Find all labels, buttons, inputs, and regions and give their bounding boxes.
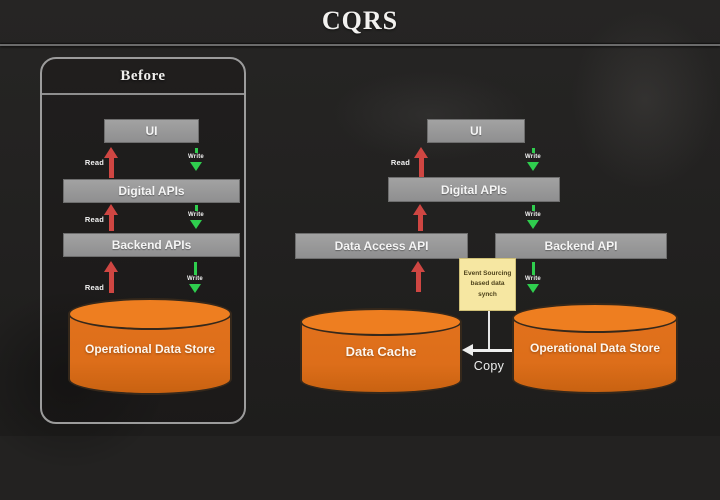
- before-ui-box: UI: [104, 119, 199, 143]
- read-arrow-icon: [413, 147, 429, 177]
- read-arrow-icon: [103, 204, 119, 231]
- page-title: CQRS: [321, 6, 399, 35]
- arrowhead: [104, 261, 118, 272]
- write-arrow-icon: Write: [525, 148, 541, 171]
- arrowhead: [413, 204, 427, 215]
- arrowhead: [527, 284, 539, 293]
- write-label: Write: [187, 276, 203, 282]
- arrowhead: [104, 147, 118, 158]
- after-data-access-api-box: Data Access API: [295, 233, 468, 259]
- read-arrow-icon: [103, 261, 119, 293]
- cylinder-top: [68, 298, 232, 330]
- arrowhead: [527, 220, 539, 229]
- background-texture: [300, 55, 560, 175]
- arrow-shaft: [418, 158, 424, 177]
- cylinder-label: Operational Data Store: [529, 341, 661, 355]
- before-operational-data-store-cylinder: Operational Data Store: [68, 298, 232, 395]
- arrow-shaft: [108, 158, 114, 178]
- arrow-shaft: [194, 205, 198, 211]
- write-label: Write: [525, 276, 541, 282]
- read-label: Read: [84, 215, 104, 224]
- arrow-shaft: [108, 272, 114, 293]
- arrowhead: [527, 162, 539, 171]
- write-label: Write: [525, 212, 541, 218]
- arrowhead: [189, 284, 201, 293]
- copy-arrowhead: [462, 344, 473, 356]
- arrow-shaft: [193, 262, 197, 275]
- data-cache-cylinder: Data Cache: [300, 308, 462, 394]
- cylinder-label: Operational Data Store: [84, 342, 216, 356]
- after-operational-data-store-cylinder: Operational Data Store: [512, 303, 678, 394]
- copy-label: Copy: [473, 359, 505, 373]
- title-divider: [0, 44, 720, 46]
- read-arrow-icon: [410, 261, 426, 292]
- arrow-shaft: [194, 148, 198, 153]
- write-arrow-icon: Write: [188, 205, 204, 229]
- arrowhead: [190, 220, 202, 229]
- cylinder-body: [68, 314, 232, 395]
- write-arrow-icon: Write: [525, 205, 541, 229]
- copy-arrow-icon: [473, 349, 512, 352]
- write-label: Write: [188, 212, 204, 218]
- arrow-shaft: [531, 148, 535, 153]
- arrow-shaft: [531, 205, 535, 211]
- read-arrow-icon: [412, 204, 428, 231]
- read-label: Read: [390, 158, 410, 167]
- write-label: Write: [525, 154, 541, 160]
- after-digital-apis-box: Digital APIs: [388, 177, 560, 202]
- arrow-shaft: [417, 215, 423, 231]
- arrow-shaft: [531, 262, 535, 275]
- before-digital-apis-box: Digital APIs: [63, 179, 240, 203]
- cylinder-top: [300, 308, 462, 336]
- cylinder-label: Data Cache: [345, 344, 417, 359]
- after-backend-api-box: Backend API: [495, 233, 667, 259]
- read-label: Read: [84, 283, 104, 292]
- arrowhead: [411, 261, 425, 272]
- arrowhead: [190, 162, 202, 171]
- event-sourcing-note: Event Sourcing based data synch: [459, 258, 516, 311]
- arrow-shaft: [108, 215, 114, 231]
- write-arrow-icon: Write: [187, 262, 203, 293]
- before-panel-title: Before: [42, 59, 244, 95]
- arrow-shaft: [415, 272, 421, 292]
- read-arrow-icon: [103, 147, 119, 178]
- read-label: Read: [84, 158, 104, 167]
- arrowhead: [414, 147, 428, 158]
- after-ui-box: UI: [427, 119, 525, 143]
- write-label: Write: [188, 154, 204, 160]
- note-connector-line: [488, 311, 490, 349]
- write-arrow-icon: Write: [525, 262, 541, 293]
- write-arrow-icon: Write: [188, 148, 204, 171]
- cylinder-top: [512, 303, 678, 333]
- before-backend-apis-box: Backend APIs: [63, 233, 240, 257]
- arrowhead: [104, 204, 118, 215]
